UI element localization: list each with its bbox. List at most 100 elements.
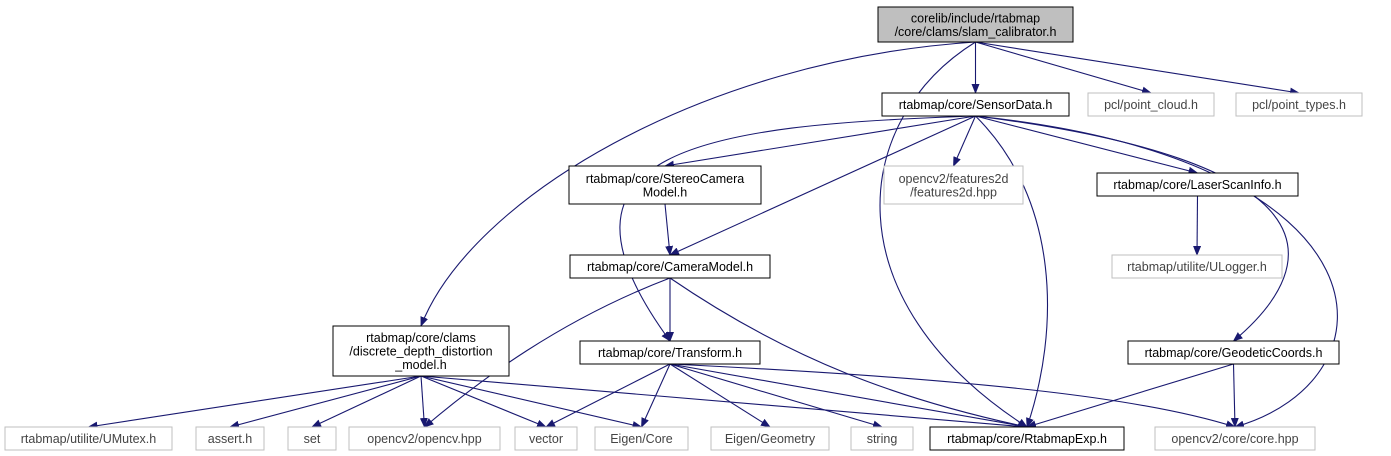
edge-sensordata-to-transform — [619, 115, 976, 342]
node-label: /core/clams/slam_calibrator.h — [895, 25, 1057, 39]
edge-sensordata-to-cameramodel — [669, 115, 976, 256]
node-box — [1235, 92, 1363, 117]
edge-discrete-to-assert — [229, 375, 422, 429]
edge-geodetic-to-rtabmapexp — [1026, 363, 1234, 429]
node-box — [579, 340, 761, 365]
node-label: rtabmap/core/RtabmapExp.h — [947, 432, 1107, 446]
edge-root-to-pcl_point_cloud — [975, 41, 1152, 95]
node-corehpp[interactable]: opencv2/core/core.hpp — [1154, 426, 1316, 451]
node-sensordata[interactable]: rtabmap/core/SensorData.h — [881, 92, 1070, 117]
node-label: /discrete_depth_distortion — [349, 345, 492, 359]
node-label: /features2d.hpp — [910, 185, 997, 199]
node-label: string — [867, 432, 898, 446]
node-box — [1096, 172, 1299, 197]
node-geodetic[interactable]: rtabmap/core/GeodeticCoords.h — [1127, 340, 1340, 365]
node-label: pcl/point_types.h — [1252, 98, 1346, 112]
edge-root-to-pcl_point_types — [975, 41, 1300, 96]
node-box — [1127, 340, 1340, 365]
edge-discrete-to-umutex — [87, 375, 422, 430]
node-assert[interactable]: assert.h — [195, 426, 265, 451]
node-box — [1087, 92, 1215, 117]
node-box — [1111, 254, 1283, 279]
node-box — [195, 426, 265, 451]
node-box — [850, 426, 914, 451]
edge-sensordata-to-rtabmapexp — [975, 115, 1049, 428]
node-box — [883, 165, 1024, 205]
node-label: opencv2/opencv.hpp — [367, 432, 481, 446]
edge-sensordata-to-stereocamera — [664, 115, 976, 169]
node-label: corelib/include/rtabmap — [911, 11, 1040, 25]
edge-transform-to-eigencore — [640, 363, 671, 428]
edge-laserscaninfo-to-ulogger — [1193, 195, 1202, 256]
node-opencv[interactable]: opencv2/opencv.hpp — [348, 426, 501, 451]
edge-sensordata-to-laserscaninfo — [975, 115, 1199, 175]
node-box — [710, 426, 830, 451]
node-eigencore[interactable]: Eigen/Core — [594, 426, 689, 451]
edge-sensordata-to-corehpp — [975, 115, 1338, 429]
node-label: rtabmap/core/clams — [366, 331, 476, 345]
node-umutex[interactable]: rtabmap/utilite/UMutex.h — [4, 426, 173, 451]
node-box — [877, 6, 1074, 43]
node-box — [568, 165, 762, 205]
edge-cameramodel-to-rtabmapexp — [669, 277, 1028, 430]
edge-sensordata-to-features2d — [952, 115, 977, 167]
node-features2d[interactable]: opencv2/features2d/features2d.hpp — [883, 165, 1024, 205]
edge-root-to-rtabmapexp — [879, 41, 1028, 428]
edge-transform-to-corehpp — [669, 363, 1236, 429]
node-label: rtabmap/utilite/UMutex.h — [21, 432, 157, 446]
node-discrete[interactable]: rtabmap/core/clams/discrete_depth_distor… — [332, 325, 510, 377]
node-box — [4, 426, 173, 451]
node-label: Eigen/Geometry — [725, 432, 816, 446]
node-label: set — [304, 432, 321, 446]
node-box — [514, 426, 578, 451]
edge-cameramodel-to-opencv — [423, 277, 671, 428]
node-root[interactable]: corelib/include/rtabmap/core/clams/slam_… — [877, 6, 1074, 43]
node-label: _model.h — [394, 358, 446, 372]
node-cameramodel[interactable]: rtabmap/core/CameraModel.h — [569, 254, 771, 279]
node-box — [569, 254, 771, 279]
edge-discrete-to-eigencore — [420, 375, 643, 429]
edge-discrete-to-opencv — [419, 375, 428, 428]
node-label: vector — [529, 432, 563, 446]
edge-discrete-to-vector — [420, 375, 547, 428]
node-eigengeom[interactable]: Eigen/Geometry — [710, 426, 830, 451]
node-label: rtabmap/core/CameraModel.h — [587, 260, 753, 274]
edge-root-to-discrete — [420, 41, 976, 327]
node-ulogger[interactable]: rtabmap/utilite/ULogger.h — [1111, 254, 1283, 279]
edge-transform-to-string — [669, 363, 883, 429]
node-transform[interactable]: rtabmap/core/Transform.h — [579, 340, 761, 365]
node-label: rtabmap/core/SensorData.h — [899, 98, 1053, 112]
node-box — [332, 325, 510, 377]
node-label: assert.h — [208, 432, 253, 446]
node-laserscaninfo[interactable]: rtabmap/core/LaserScanInfo.h — [1096, 172, 1299, 197]
edge-sensordata-to-geodetic — [975, 115, 1289, 342]
node-box — [594, 426, 689, 451]
node-label: pcl/point_cloud.h — [1104, 98, 1198, 112]
node-box — [881, 92, 1070, 117]
edge-transform-to-eigengeom — [669, 363, 771, 428]
node-label: rtabmap/core/GeodeticCoords.h — [1145, 346, 1323, 360]
edge-stereocamera-to-cameramodel — [664, 203, 674, 256]
nodes-layer: corelib/include/rtabmap/core/clams/slam_… — [4, 6, 1363, 451]
node-pcl_point_types[interactable]: pcl/point_types.h — [1235, 92, 1363, 117]
edge-transform-to-rtabmapexp — [669, 363, 1028, 430]
edge-discrete-to-set — [311, 375, 422, 428]
node-box — [287, 426, 337, 451]
node-pcl_point_cloud[interactable]: pcl/point_cloud.h — [1087, 92, 1215, 117]
node-label: rtabmap/core/Transform.h — [598, 346, 742, 360]
edge-geodetic-to-corehpp — [1230, 363, 1239, 428]
node-label: Eigen/Core — [610, 432, 673, 446]
node-rtabmapexp[interactable]: rtabmap/core/RtabmapExp.h — [929, 426, 1125, 451]
node-string[interactable]: string — [850, 426, 914, 451]
node-label: opencv2/features2d — [899, 172, 1009, 186]
node-box — [1154, 426, 1316, 451]
edges-layer — [87, 41, 1338, 431]
node-label: rtabmap/core/StereoCamera — [586, 172, 744, 186]
node-label: rtabmap/utilite/ULogger.h — [1127, 260, 1267, 274]
node-vector[interactable]: vector — [514, 426, 578, 451]
node-label: rtabmap/core/LaserScanInfo.h — [1113, 178, 1281, 192]
node-set[interactable]: set — [287, 426, 337, 451]
node-box — [929, 426, 1125, 451]
